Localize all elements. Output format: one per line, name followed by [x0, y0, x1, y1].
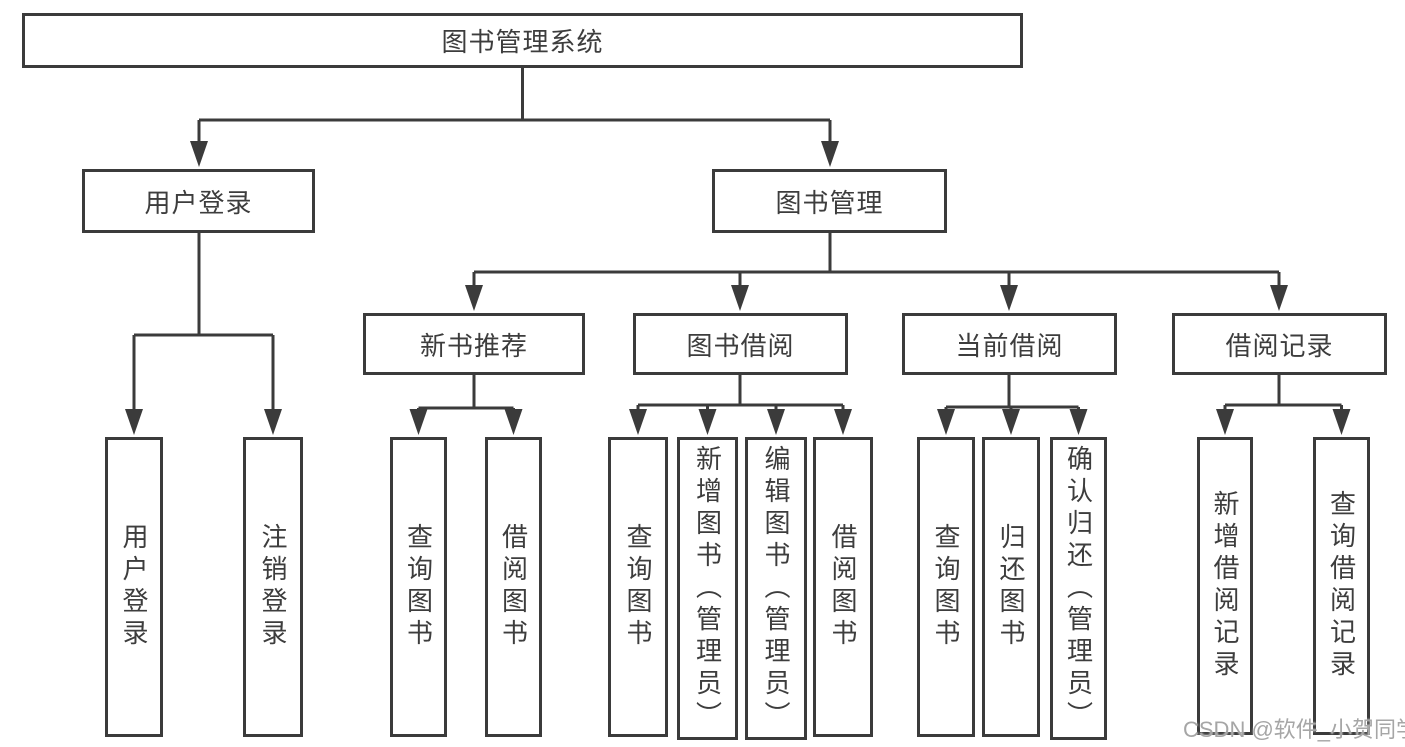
arrow-down-icon	[629, 409, 647, 435]
arrow-down-icon	[821, 141, 839, 167]
arrow-down-icon	[125, 409, 143, 435]
leaf-borrow-books-borrowing: 借阅图书	[813, 437, 873, 737]
node-borrow-records: 借阅记录	[1172, 313, 1387, 375]
node-book-management: 图书管理	[712, 169, 947, 233]
leaf-add-books-admin: 新增图书（管理员）	[677, 437, 738, 740]
arrow-down-icon	[264, 409, 282, 435]
leaf-query-borrow-record: 查询借阅记录	[1313, 437, 1370, 735]
leaf-logout: 注销登录	[243, 437, 303, 737]
arrow-down-icon	[190, 141, 208, 167]
node-root: 图书管理系统	[22, 13, 1023, 68]
node-new-book-recommend: 新书推荐	[363, 313, 585, 375]
leaf-add-borrow-record: 新增借阅记录	[1197, 437, 1253, 735]
arrow-down-icon	[504, 409, 523, 435]
arrow-down-icon	[731, 285, 749, 311]
arrow-down-icon	[465, 285, 483, 311]
arrowheads	[125, 141, 1351, 435]
arrow-down-icon	[1332, 409, 1351, 435]
leaf-confirm-return-admin: 确认归还（管理员）	[1050, 437, 1107, 740]
leaf-query-books-newrec: 查询图书	[390, 437, 447, 737]
watermark: CSDN @软件_小贺同学	[1183, 717, 1405, 742]
arrow-down-icon	[1000, 285, 1018, 311]
arrow-down-icon	[1216, 409, 1234, 435]
arrow-down-icon	[1270, 285, 1288, 311]
arrow-down-icon	[834, 409, 852, 435]
leaf-query-books-current: 查询图书	[917, 437, 975, 737]
node-current-borrowing: 当前借阅	[902, 313, 1117, 375]
leaf-query-books-borrowing: 查询图书	[608, 437, 668, 737]
arrow-down-icon	[1002, 409, 1020, 435]
arrow-down-icon	[698, 409, 717, 435]
leaf-user-login: 用户登录	[105, 437, 163, 737]
leaf-edit-books-admin: 编辑图书（管理员）	[745, 437, 807, 740]
arrow-down-icon	[937, 409, 955, 435]
leaf-borrow-books-newrec: 借阅图书	[485, 437, 542, 737]
node-user-login: 用户登录	[82, 169, 315, 233]
leaf-return-books: 归还图书	[982, 437, 1040, 737]
arrow-down-icon	[1069, 409, 1088, 435]
arrow-down-icon	[767, 409, 785, 435]
arrow-down-icon	[409, 409, 428, 435]
node-book-borrowing: 图书借阅	[633, 313, 848, 375]
